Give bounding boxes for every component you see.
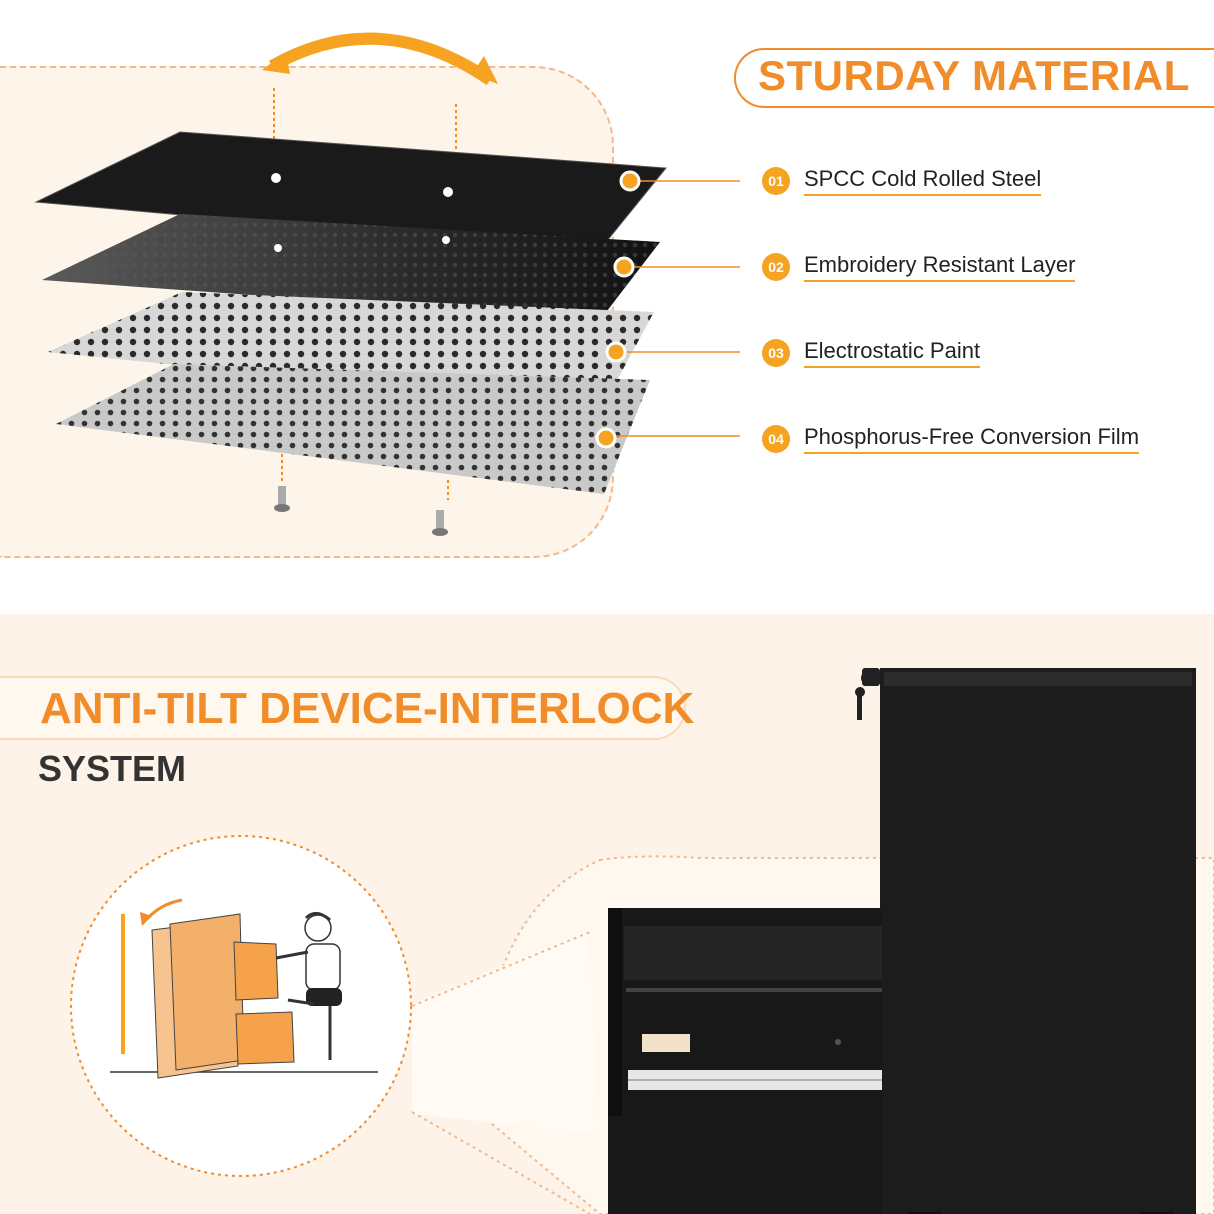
feature-label: Embroidery Resistant Layer xyxy=(804,252,1076,282)
feature-label: SPCC Cold Rolled Steel xyxy=(804,166,1042,196)
steel-layers-illustration xyxy=(34,32,740,536)
feature-item: 01 SPCC Cold Rolled Steel xyxy=(762,166,1042,196)
material-heading: STURDAY MATERIAL xyxy=(758,52,1190,99)
feature-label: Electrostatic Paint xyxy=(804,338,981,368)
system-subheading: SYSTEM xyxy=(38,748,187,789)
feature-number-badge: 03 xyxy=(762,339,790,367)
feature-number-badge: 04 xyxy=(762,425,790,453)
anti-tilt-heading-pill xyxy=(0,676,686,740)
feature-item: 03 Electrostatic Paint xyxy=(762,338,981,368)
feature-label: Phosphorus-Free Conversion Film xyxy=(804,424,1140,454)
feature-item: 02 Embroidery Resistant Layer xyxy=(762,252,1076,282)
anti-tilt-heading: ANTI-TILT DEVICE-INTERLOCK xyxy=(40,684,695,733)
feature-item: 04 Phosphorus-Free Conversion Film xyxy=(762,424,1140,454)
feature-number-badge: 01 xyxy=(762,167,790,195)
rotate-arrow-icon xyxy=(269,32,494,85)
feature-number-badge: 02 xyxy=(762,253,790,281)
material-heading-pill xyxy=(734,48,1214,108)
filing-cabinet xyxy=(880,668,1196,1214)
anti-tilt-illustration xyxy=(70,668,1214,1214)
